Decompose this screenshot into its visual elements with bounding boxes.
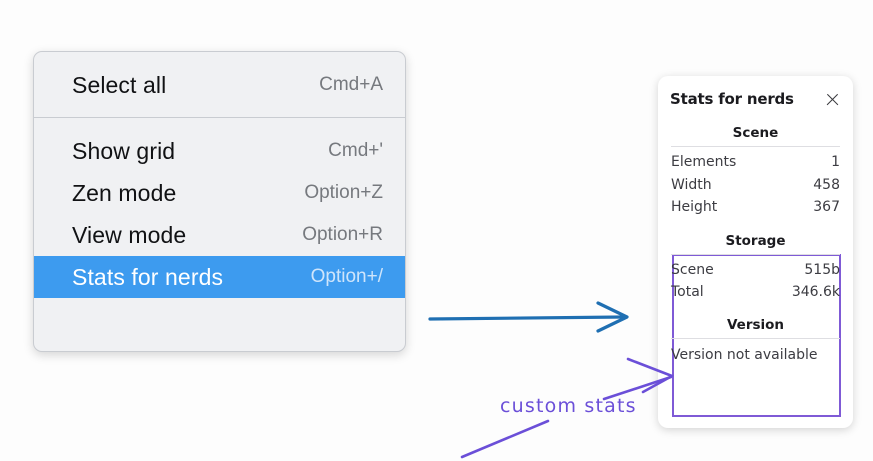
stat-value: 346.6k bbox=[791, 284, 840, 301]
section-title: Version bbox=[726, 316, 785, 333]
menu-item-shortcut: Cmd+' bbox=[328, 140, 383, 161]
stat-row: Height 367 bbox=[670, 196, 841, 219]
menu-item-stats-for-nerds[interactable]: Stats for nerds Option+/ bbox=[34, 256, 405, 298]
stat-value: 515b bbox=[804, 261, 840, 278]
section-title: Scene bbox=[732, 125, 779, 141]
menu-item-shortcut: Cmd+A bbox=[319, 74, 383, 95]
stat-label: Height bbox=[671, 199, 718, 216]
stat-label: Total bbox=[671, 284, 704, 301]
menu-separator bbox=[34, 117, 405, 118]
menu-item-view-mode[interactable]: View mode Option+R bbox=[34, 214, 405, 256]
stats-section-scene: Scene Elements 1 Width 458 Height 367 bbox=[670, 124, 841, 219]
purple-underline-stroke bbox=[460, 419, 550, 459]
menu-item-label: Show grid bbox=[72, 137, 176, 164]
custom-stats-region: Storage Scene 515b Total 346.6k Version … bbox=[670, 232, 841, 365]
menu-item-show-grid[interactable]: Show grid Cmd+' bbox=[34, 130, 405, 172]
menu-item-shortcut: Option+R bbox=[302, 224, 383, 245]
version-text: Version not available bbox=[671, 346, 818, 363]
stats-panel-title: Stats for nerds bbox=[670, 90, 794, 108]
context-menu[interactable]: Select all Cmd+A Show grid Cmd+' Zen mod… bbox=[33, 51, 406, 352]
stat-row: Elements 1 bbox=[670, 151, 841, 174]
stat-label: Scene bbox=[671, 261, 714, 278]
menu-item-label: Stats for nerds bbox=[72, 263, 224, 290]
menu-group-2: Show grid Cmd+' Zen mode Option+Z View m… bbox=[34, 118, 405, 308]
stats-section-version: Version Version not available bbox=[670, 316, 841, 365]
stats-section-storage: Storage Scene 515b Total 346.6k bbox=[670, 232, 841, 304]
section-rule bbox=[671, 146, 840, 147]
menu-item-shortcut: Option+/ bbox=[310, 266, 383, 287]
custom-stats-annotation-label: custom stats bbox=[500, 395, 637, 417]
blue-arrow-to-stats-panel bbox=[428, 301, 629, 333]
stats-for-nerds-panel[interactable]: Stats for nerds Scene Elements 1 Width 4… bbox=[658, 76, 853, 428]
stat-row: Scene 515b bbox=[670, 259, 841, 282]
close-icon[interactable] bbox=[824, 91, 841, 108]
section-rule bbox=[671, 337, 840, 339]
stats-panel-header: Stats for nerds bbox=[670, 90, 841, 108]
stat-value: 367 bbox=[813, 199, 840, 216]
menu-item-zen-mode[interactable]: Zen mode Option+Z bbox=[34, 172, 405, 214]
stat-value: 458 bbox=[813, 176, 840, 193]
stat-value: 1 bbox=[831, 154, 840, 170]
menu-item-label: Select all bbox=[72, 71, 167, 98]
menu-group-1: Select all Cmd+A bbox=[34, 52, 405, 117]
menu-item-label: View mode bbox=[72, 221, 187, 248]
stat-label: Elements bbox=[671, 154, 737, 170]
menu-item-select-all[interactable]: Select all Cmd+A bbox=[34, 64, 405, 106]
section-rule bbox=[671, 253, 840, 255]
menu-item-label: Zen mode bbox=[72, 179, 177, 206]
section-title: Storage bbox=[725, 232, 786, 249]
menu-item-shortcut: Option+Z bbox=[304, 182, 383, 203]
stat-row: Total 346.6k bbox=[670, 281, 841, 304]
stat-label: Width bbox=[671, 176, 712, 193]
stat-row: Width 458 bbox=[670, 174, 841, 197]
